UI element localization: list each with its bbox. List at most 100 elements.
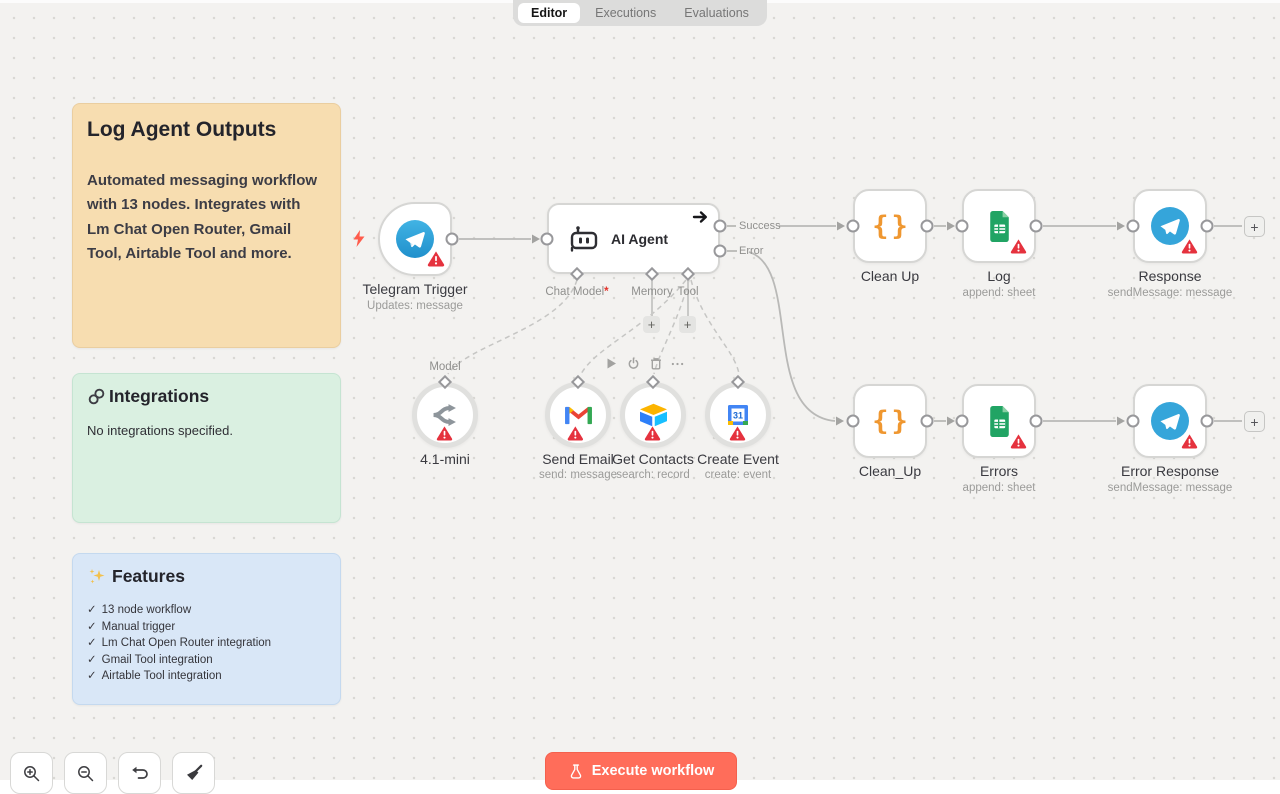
robot-icon [567, 225, 601, 252]
output-port[interactable] [1029, 414, 1043, 428]
sticky-note-overview[interactable]: Log Agent Outputs Automated messaging wo… [72, 103, 341, 348]
output-port-success[interactable] [713, 219, 727, 233]
node-label: Errors [979, 463, 1019, 479]
note-body: No integrations specified. [87, 423, 233, 438]
zoom-out-button[interactable] [64, 752, 107, 794]
zoom-in-icon [23, 765, 40, 782]
warning-icon [644, 426, 662, 442]
check-icon: ✓ [87, 653, 97, 666]
node-clean-up[interactable]: {} [853, 189, 927, 263]
add-memory-button[interactable]: + [643, 316, 660, 333]
add-node-button[interactable]: + [1244, 411, 1265, 432]
output-port-error[interactable] [713, 244, 727, 258]
node-label: Clean_Up [858, 463, 922, 479]
zoom-out-icon [77, 765, 94, 782]
node-telegram-trigger[interactable] [378, 202, 452, 276]
sticky-note-features[interactable]: Features ✓13 node workflow ✓Manual trigg… [72, 553, 341, 705]
telegram-icon [1150, 401, 1190, 441]
node-clean-up-2[interactable]: {} [853, 384, 927, 458]
tab-executions[interactable]: Executions [595, 6, 657, 20]
node-get-contacts[interactable] [620, 382, 686, 448]
node-label: 4.1-mini [420, 451, 470, 467]
input-port[interactable] [540, 232, 554, 246]
zoom-in-button[interactable] [10, 752, 53, 794]
tab-evaluations[interactable]: Evaluations [684, 6, 749, 20]
node-label: Log [987, 268, 1011, 284]
tab-editor[interactable]: Editor [518, 3, 581, 23]
list-item: ✓13 node workflow [87, 604, 192, 616]
model-port-label: Model [429, 361, 461, 373]
required-asterisk: * [604, 286, 609, 298]
list-item: ✓Gmail Tool integration [87, 653, 213, 666]
warning-icon [729, 426, 747, 442]
input-port[interactable] [955, 219, 969, 233]
warning-icon [427, 251, 445, 267]
output-label-error: Error [739, 245, 764, 257]
undo-button[interactable] [118, 752, 161, 794]
undo-icon [131, 765, 149, 781]
input-port[interactable] [846, 219, 860, 233]
node-log[interactable] [962, 189, 1036, 263]
check-icon: ✓ [87, 604, 97, 616]
output-port[interactable] [1200, 414, 1214, 428]
node-model-41-mini[interactable] [412, 382, 478, 448]
node-subtitle: append: sheet [962, 287, 1036, 299]
node-label: Create Event [697, 451, 779, 467]
google-calendar-icon: 31 [725, 402, 751, 428]
node-subtitle: sendMessage: message [1107, 482, 1233, 494]
node-label: Clean Up [860, 268, 920, 284]
input-port[interactable] [955, 414, 969, 428]
node-subtitle: send: message [539, 469, 617, 481]
port-label-memory: Memory [631, 286, 673, 298]
trash-icon[interactable] [649, 357, 662, 370]
note-title: Integrations [87, 386, 326, 407]
node-error-response[interactable] [1133, 384, 1207, 458]
list-item: ✓Airtable Tool integration [87, 670, 222, 683]
sticky-note-integrations[interactable]: Integrations No integrations specified. [72, 373, 341, 523]
output-port[interactable] [920, 219, 934, 233]
play-icon[interactable] [605, 357, 618, 370]
node-label: Error Response [1120, 463, 1220, 479]
execute-workflow-label: Execute workflow [591, 763, 715, 779]
node-subtitle: sendMessage: message [1107, 287, 1233, 299]
list-item: ✓Lm Chat Open Router integration [87, 637, 272, 650]
input-port[interactable] [1126, 414, 1140, 428]
add-node-button[interactable]: + [1244, 216, 1265, 237]
port-label-chat-model: Chat Model* [545, 286, 609, 298]
node-subtitle: Updates: message [367, 300, 463, 312]
output-port[interactable] [445, 232, 459, 246]
check-icon: ✓ [87, 670, 97, 683]
google-sheets-icon [986, 405, 1013, 438]
node-response[interactable] [1133, 189, 1207, 263]
code-braces-icon: {} [872, 210, 911, 242]
gmail-icon [563, 403, 594, 428]
node-label: Get Contacts [612, 451, 694, 467]
power-icon[interactable] [627, 357, 640, 370]
node-subtitle: create: event [704, 469, 772, 481]
node-create-event[interactable]: 31 [705, 382, 771, 448]
airtable-icon [638, 402, 669, 429]
node-subtitle: append: sheet [962, 482, 1036, 494]
output-port[interactable] [1029, 219, 1043, 233]
node-send-email[interactable] [545, 382, 611, 448]
tidy-up-button[interactable] [172, 752, 215, 794]
more-options-icon[interactable] [671, 357, 684, 370]
add-tool-button[interactable]: + [679, 316, 696, 333]
node-errors[interactable] [962, 384, 1036, 458]
execute-workflow-button[interactable]: Execute workflow [545, 752, 737, 790]
warning-icon [1010, 434, 1028, 450]
node-ai-agent[interactable]: AI Agent [547, 203, 720, 274]
input-port[interactable] [846, 414, 860, 428]
output-port[interactable] [1200, 219, 1214, 233]
arrow-icon [692, 210, 709, 224]
check-icon: ✓ [87, 620, 97, 633]
port-label-tool: Tool [677, 286, 699, 298]
lightning-bolt-icon [352, 230, 366, 252]
note-title: Features [87, 566, 326, 587]
output-port[interactable] [920, 414, 934, 428]
note-title: Log Agent Outputs [87, 118, 277, 141]
input-port[interactable] [1126, 219, 1140, 233]
node-inner-label: AI Agent [611, 230, 669, 247]
